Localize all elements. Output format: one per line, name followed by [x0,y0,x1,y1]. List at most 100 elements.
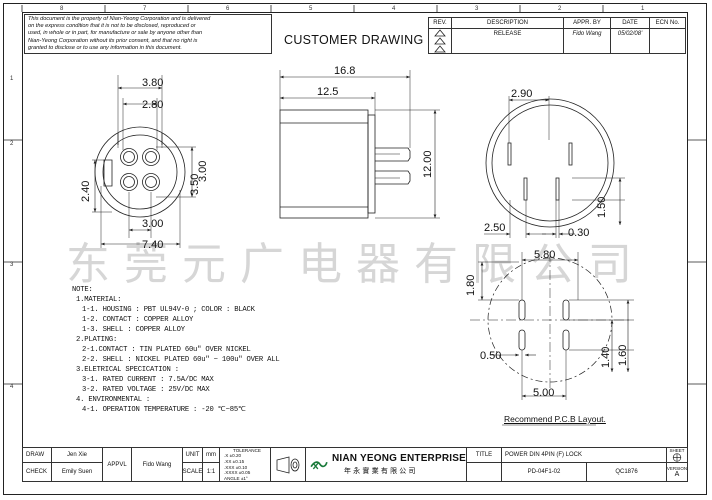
part-no: PD-04F1-02 [527,469,561,475]
draw-value: Jen Xie [66,452,87,458]
side-pin-bottom [375,170,411,185]
end-pin-bl [523,177,528,201]
title-label-cell: TITLE [466,447,502,463]
tolerance-cell: TOLERANCE .X ±0.20 .XX ±0.15 .XXX ±0.10 … [219,447,271,482]
blank-cell [466,462,502,482]
doc-no-cell: QC1876 [586,462,667,482]
end-outer-circle [485,98,615,228]
check-label-cell: CHECK [22,462,52,482]
unit-label: UNIT [185,452,200,458]
check-label: CHECK [26,469,48,475]
dim-7-40: 7.40 [142,239,163,251]
scale-value-cell: 1:1 [202,462,220,482]
front-pin-2 [142,148,160,166]
dim-1-80: 1.80 [465,275,477,296]
dim-3-50: 3.50 [189,174,201,195]
scale-label: SCALE [182,469,203,475]
title-value-cell: POWER DIN 4PIN (F) LOCK [501,447,667,463]
end-pin-br [555,177,560,201]
drawing-title: CUSTOMER DRAWING [284,33,424,47]
pcb-layout-label: Recommend P.C.B Layout. [504,414,606,424]
note-line: 1-2. CONTACT : COPPER ALLOY [82,316,194,324]
notice-line: Nian-Yeong Corporation without its prior… [28,37,198,44]
scale-value: 1:1 [206,469,216,475]
tolerance-label: TOLERANCE [233,447,261,453]
tolerance-line: ANGLE ±1° [224,475,248,481]
dim-0-30: 0.30 [568,227,589,239]
dim-2-80: 2.80 [142,99,163,111]
note-line: 2.PLATING: [76,336,118,344]
front-pin-1 [120,148,138,166]
company-cell: NIAN YEONG ENTERPRISE 年 永 實 業 有 限 公 司 [305,447,467,482]
front-outer-circle [94,126,186,218]
part-no-cell: PD-04F1-02 [501,462,587,482]
dim-3-00-bottom: 3.00 [142,218,163,230]
end-inner-circle [491,104,609,222]
tolerance-line: .XXX ±0.10 [224,464,248,470]
tolerance-line: .XXXX ±0.05 [224,470,251,476]
dim-3-00-right: 3.00 [197,161,209,182]
company-chinese: 年 永 實 業 有 限 公 司 [343,466,416,475]
outer-border [3,3,707,495]
front-pin-3 [120,173,138,191]
description-value: RELEASE [493,31,522,37]
pcb-slot-tr [562,299,570,321]
check-value: Emily Suen [61,469,93,475]
dim-5-80: 5.80 [534,249,555,261]
border-num-left: 2 [10,141,14,147]
appr-value: Fido Wang [572,31,602,37]
dim-16-8: 16.8 [334,65,355,77]
dim-0-50: 0.50 [480,350,501,362]
projection-cell [270,447,306,482]
version-label: VERSION [666,466,688,471]
note-line: 2-2. SHELL : NICKEL PLATED 60u" ~ 100u" … [82,356,280,364]
unit-value-cell: mm [202,447,220,463]
border-num-left: 4 [10,384,14,390]
dim-2-50: 2.50 [484,222,505,234]
front-pin-4 [142,173,160,191]
notice-line: granted to disclose or to use any inform… [28,44,182,51]
border-num-top: 8 [60,6,64,12]
note-line: 2-1.CONTACT : TIN PLATED 60u" OVER NICKE… [82,346,251,354]
pcb-slot-bl [518,329,526,351]
title-value: POWER DIN 4PIN (F) LOCK [505,452,583,458]
dim-5-00: 5.00 [533,387,554,399]
border-num-top: 7 [143,6,147,12]
version-cell: VERSION A [666,462,688,482]
tolerance-line: .XX ±0.15 [224,458,245,464]
note-line: 4-1. OPERATION TEMPERATURE : -20 ℃~85℃ [82,406,246,414]
border-num-top: 2 [558,6,562,12]
appvl-value: Fido Wang [142,461,172,468]
border-num-left: 3 [10,262,14,268]
pcb-slot-br [562,329,570,351]
dim-2-40: 2.40 [80,181,92,202]
revision-triangles-icon [434,29,446,53]
side-flange [367,114,376,214]
note-line: 1.MATERIAL: [76,296,122,304]
border-num-top: 5 [309,6,313,12]
dim-12-5: 12.5 [317,86,338,98]
note-line: 4. ENVIRONMENTAL : [76,396,151,404]
dim-12-00: 12.00 [422,150,434,178]
note-line: 3-2. RATED VOLTAGE : 25V/DC MAX [82,386,210,394]
projection-symbol-icon [276,455,300,474]
border-num-top: 4 [392,6,396,12]
sheet-symbol-icon [672,453,682,462]
version-value: A [674,471,680,478]
dim-1-40: 1.40 [600,347,612,368]
company-logo-icon [310,460,328,469]
dim-1-60: 1.60 [617,345,629,366]
date-value: 05/02/08' [617,31,643,37]
end-pin-tl [507,142,512,166]
notice-line: This document is the property of Nian-Ye… [28,16,211,22]
draw-label: DRAW [26,452,45,458]
sheet-label: SHEET [669,448,685,453]
notice-line: on the express condition that it is not … [28,23,196,30]
border-num-top: 1 [641,6,645,12]
company-name: NIAN YEONG ENTERPRISE [331,452,466,464]
pcb-slot-tl [518,299,526,321]
note-line: 3-1. RATED CURRENT : 7.5A/DC MAX [82,376,214,384]
dim-2-90: 2.90 [511,88,532,100]
dim-1-50: 1.50 [596,197,608,218]
